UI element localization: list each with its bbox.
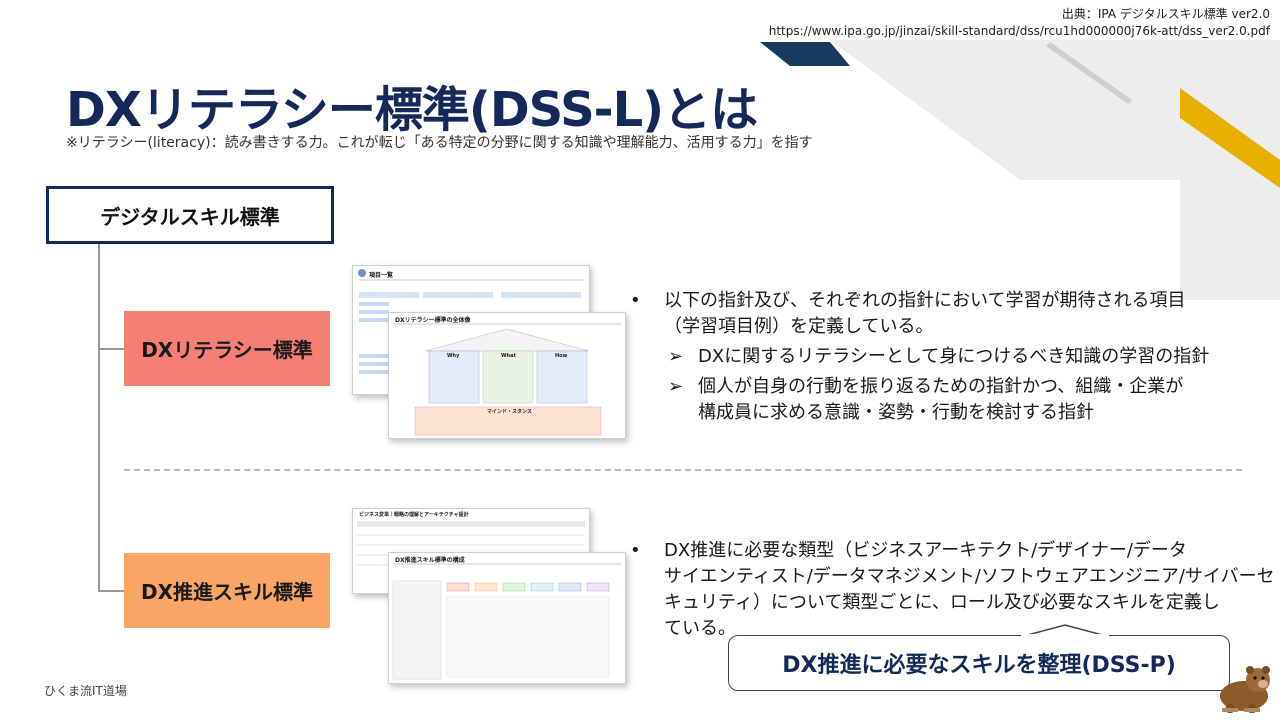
thumbnail-title: DX推進スキル標準の構成 [395, 557, 465, 564]
bullet-text-line: DX推進に必要な類型（ビジネスアーキテクト/デザイナー/データ [664, 540, 1187, 561]
literacy-bullets: • 以下の指針及び、それぞれの指針において学習が期待される項目 （学習項目例）を… [630, 288, 1209, 426]
tree-branch-promotion [98, 590, 125, 592]
bullet-text-line: サイエンティスト/データマネジメント/ソフトウェアエンジニア/サイバーセ [664, 566, 1275, 587]
bear-mascot-icon [1220, 666, 1270, 713]
thumbnail-title: ビジネス変革｜戦略の理解とアーキテクチャ設計 [359, 512, 469, 518]
page-subtitle: ※リテラシー(literacy)：読み書きする力。これが転じ「ある特定の分野に関… [66, 135, 813, 151]
source-url[interactable]: https://www.ipa.go.jp/jinzai/skill-stand… [768, 24, 1270, 38]
tree-branch-literacy [98, 348, 125, 350]
thumbnail-footer: マインド・スタンス [487, 409, 532, 415]
source-line-1: 出典：IPA デジタルスキル標準 ver2.0 [1061, 7, 1270, 21]
bullet-text-line: キュリティ）について類型ごとに、ロール及び必要なスキルを定義し [664, 592, 1220, 613]
thumbnail-title: 項目一覧 [369, 272, 394, 279]
literacy-standard-box: DXリテラシー標準 [124, 311, 330, 386]
bullet-text-line: ている。 [664, 618, 736, 639]
literacy-thumbnail-back-graphic [358, 269, 583, 374]
bullet-text-line: （学習項目例）を定義している。 [664, 316, 934, 337]
thumbnail-col-why: Why [447, 353, 460, 359]
arrow-bullet-icon: ➢ [668, 346, 684, 367]
sub-bullet-item: ➢ DXに関するリテラシーとして身につけるべき知識の学習の指針 [668, 344, 1209, 370]
section-divider [124, 469, 1242, 471]
sub-bullet-item: ➢ 個人が自身の行動を振り返るための指針かつ、組織・企業が 構成員に求める意識・… [668, 374, 1209, 426]
bullet-text-line: 以下の指針及び、それぞれの指針において学習が期待される項目 [664, 290, 1186, 311]
literacy-thumbnail-front: DXリテラシー標準の全体像 Why What How マインド・スタンス [388, 312, 626, 439]
page-title: DXリテラシー標準(DSS-L)とは [66, 82, 758, 138]
sub-bullet-text: 構成員に求める意識・姿勢・行動を検討する指針 [698, 402, 1094, 423]
root-box-digital-skill-standard: デジタルスキル標準 [46, 186, 334, 244]
promotion-standard-box: DX推進スキル標準 [124, 553, 330, 628]
tree-vertical-line [98, 241, 100, 591]
promotion-bullets: • DX推進に必要な類型（ビジネスアーキテクト/デザイナー/データ サイエンティ… [630, 538, 1275, 642]
sub-bullet-text: 個人が自身の行動を振り返るための指針かつ、組織・企業が [698, 376, 1184, 397]
footer-brand: ひくま流IT道場 [44, 684, 127, 698]
arrow-bullet-icon: ➢ [668, 376, 684, 397]
thumbnail-col-what: What [501, 353, 516, 359]
dss-p-callout: DX推進に必要なスキルを整理(DSS-P) [728, 635, 1230, 691]
thumbnail-title: DXリテラシー標準の全体像 [395, 317, 471, 324]
promotion-thumbnail-front: DX推進スキル標準の構成 [388, 552, 626, 684]
source-citation: 出典：IPA デジタルスキル標準 ver2.0 https://www.ipa.… [769, 6, 1270, 40]
sub-bullet-text: DXに関するリテラシーとして身につけるべき知識の学習の指針 [698, 346, 1210, 367]
bullet-dot: • [630, 290, 641, 311]
callout-pointer-cover [1021, 634, 1109, 638]
bullet-dot: • [630, 540, 641, 561]
thumbnail-col-how: How [555, 353, 568, 359]
promotion-thumbnail-front-graphic [392, 563, 621, 680]
bullet-item: • DX推進に必要な類型（ビジネスアーキテクト/デザイナー/データ サイエンティ… [630, 538, 1275, 642]
literacy-thumbnail-front-graphic [393, 323, 621, 436]
bullet-item: • 以下の指針及び、それぞれの指針において学習が期待される項目 （学習項目例）を… [630, 288, 1209, 340]
